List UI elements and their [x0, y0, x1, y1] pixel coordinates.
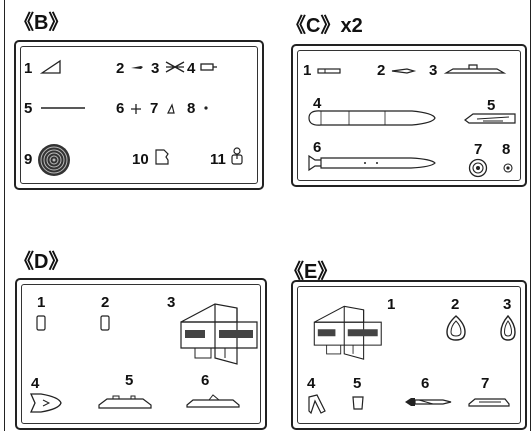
- part-number: 1: [387, 296, 396, 313]
- part-number: 2: [451, 296, 460, 313]
- seeker-rod-icon: [405, 398, 452, 406]
- ring-part-icon: [500, 314, 516, 341]
- pylon-icon: [98, 395, 152, 409]
- section-title-d: 《D》: [14, 251, 69, 273]
- x-strut-icon: [165, 61, 185, 73]
- part-number: 3: [429, 62, 438, 79]
- small-washer-icon: [503, 163, 513, 173]
- long-rod-icon: [41, 107, 85, 109]
- panel-d: 1 2 3 4 5 6: [15, 278, 267, 430]
- part-number: 5: [24, 100, 33, 117]
- dot-part-icon: [204, 106, 208, 110]
- rect-plate-icon: [100, 315, 110, 331]
- wedge-plate-icon: [39, 59, 61, 74]
- angle-arm-icon: [308, 394, 326, 415]
- part-number: 1: [303, 62, 312, 79]
- part-number: 2: [101, 294, 110, 311]
- panel-c: 1 2 3 4 5 6 7 8: [291, 44, 527, 187]
- part-number: 2: [377, 62, 386, 79]
- part-number: 8: [502, 141, 511, 158]
- section-title-e: 《E》: [284, 261, 338, 283]
- part-number: 6: [116, 100, 125, 117]
- section-title-c: 《C》x2: [286, 15, 363, 37]
- part-number: 1: [24, 60, 33, 77]
- small-rod-icon: [131, 66, 143, 69]
- panel-b: 1 2 3 4 5 6 7 8 9 10 11: [14, 40, 264, 190]
- cross-piece-icon: [131, 104, 141, 114]
- part-number: 5: [353, 375, 362, 392]
- part-number: 11: [210, 151, 226, 168]
- part-number: 7: [150, 100, 159, 117]
- part-number: 7: [474, 141, 483, 158]
- right-border: [530, 0, 531, 431]
- part-number: 9: [24, 151, 33, 168]
- part-number: 4: [307, 375, 316, 392]
- left-border: [4, 0, 5, 431]
- nose-cap-icon: [29, 393, 62, 413]
- roundel-disc-icon: [38, 144, 70, 176]
- cup-part-icon: [352, 396, 364, 410]
- fin-assembly-icon: [313, 305, 382, 360]
- rect-plate-icon: [36, 315, 46, 331]
- ring-part-icon: [446, 315, 466, 341]
- part-number: 7: [481, 375, 490, 392]
- wing-section-icon: [464, 113, 516, 124]
- pointed-rod-icon: [391, 68, 417, 74]
- part-number: 10: [132, 151, 149, 168]
- part-number: 6: [201, 372, 210, 389]
- panel-e: 1 2 3 4 5 6 7: [291, 280, 527, 430]
- part-number: 5: [487, 97, 496, 114]
- part-number: 4: [31, 375, 40, 392]
- part-number: 3: [167, 294, 176, 311]
- quantity-multiplier: x2: [340, 15, 363, 37]
- fuel-tank-half-icon: [308, 110, 436, 126]
- part-number: 2: [116, 60, 125, 77]
- part-number: 4: [313, 95, 322, 112]
- part-number: 3: [151, 60, 160, 77]
- small-fin-icon: [167, 103, 175, 114]
- part-number: 6: [313, 139, 322, 156]
- section-title-b: 《B》: [14, 12, 69, 34]
- part-number: 6: [421, 375, 430, 392]
- part-number: 1: [37, 294, 46, 311]
- rail-strip-icon: [443, 64, 507, 74]
- part-number: 3: [503, 296, 512, 313]
- bracket-plate-icon: [155, 149, 169, 165]
- part-number: 5: [125, 372, 134, 389]
- hook-part-icon: [231, 147, 243, 165]
- wheel-icon: [468, 158, 488, 178]
- missile-body-icon: [308, 154, 436, 172]
- part-number: 8: [187, 100, 196, 117]
- part-number: 4: [187, 60, 196, 77]
- small-pylon-icon: [468, 398, 510, 407]
- pylon-alt-icon: [186, 394, 240, 408]
- fin-assembly-icon: [180, 303, 258, 365]
- tab-plate-icon: [200, 63, 217, 71]
- short-rod-icon: [317, 68, 341, 74]
